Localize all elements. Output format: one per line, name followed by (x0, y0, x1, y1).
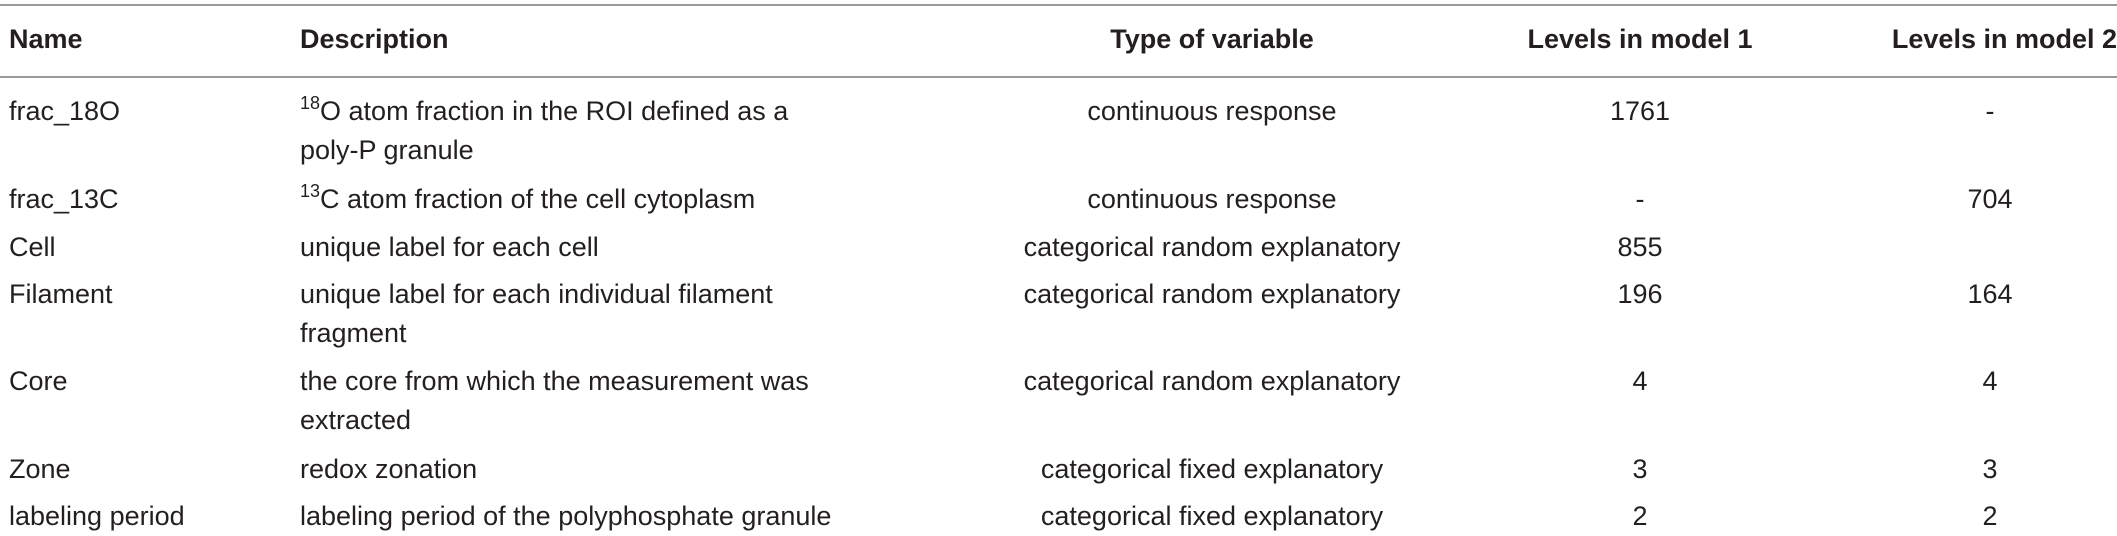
cell-levels-model-1: 3 (1632, 454, 1648, 484)
header-levels-model-2: Levels in model 2 (1891, 24, 2117, 54)
cell-levels-model-2: 4 (1982, 366, 1998, 396)
cell-name: Zone (9, 454, 71, 484)
cell-levels-model-1: 2 (1632, 501, 1648, 531)
cell-name: Filament (9, 279, 113, 309)
cell-levels-model-2: 704 (1967, 184, 2013, 214)
cell-type: continuous response (1087, 184, 1337, 214)
description-line: redox zonation (300, 454, 478, 484)
cell-description: labeling period of the polyphosphate gra… (300, 497, 831, 536)
cell-levels-model-1: 196 (1617, 279, 1663, 309)
cell-description: redox zonation (300, 450, 477, 489)
cell-name: frac_18O (9, 96, 121, 126)
cell-levels-model-2: - (1985, 96, 1995, 126)
cell-type: categorical fixed explanatory (1040, 454, 1384, 484)
description-line: unique label for each cell (300, 232, 599, 262)
description-line: unique label for each individual filamen… (300, 279, 773, 309)
description-line: fragment (300, 318, 407, 348)
cell-description: 18O atom fraction in the ROI defined as … (300, 92, 788, 170)
isotope-superscript: 18 (300, 93, 321, 113)
cell-description: unique label for each individual filamen… (300, 275, 773, 353)
table-top-rule (0, 4, 2117, 6)
description-line: C atom fraction of the cell cytoplasm (320, 184, 756, 214)
header-levels-model-1: Levels in model 1 (1527, 24, 1753, 54)
cell-type: categorical random explanatory (1023, 366, 1401, 396)
description-line: the core from which the measurement was (300, 366, 809, 396)
cell-levels-model-1: 1761 (1609, 96, 1671, 126)
header-name: Name (9, 24, 83, 54)
description-line: poly-P granule (300, 135, 474, 165)
cell-type: continuous response (1087, 96, 1337, 126)
cell-type: categorical random explanatory (1023, 279, 1401, 309)
cell-description: the core from which the measurement was … (300, 362, 809, 440)
description-line: O atom fraction in the ROI defined as a (320, 96, 789, 126)
cell-levels-model-2: 164 (1967, 279, 2013, 309)
cell-levels-model-1: 855 (1617, 232, 1663, 262)
header-description: Description (300, 24, 449, 54)
description-line: extracted (300, 405, 412, 435)
description-line: labeling period of the polyphosphate gra… (300, 501, 832, 531)
cell-name: labeling period (9, 501, 185, 531)
cell-type: categorical fixed explanatory (1040, 501, 1384, 531)
cell-type: categorical random explanatory (1023, 232, 1401, 262)
cell-description: unique label for each cell (300, 228, 599, 267)
cell-levels-model-2: 3 (1982, 454, 1998, 484)
cell-description: 13C atom fraction of the cell cytoplasm (300, 180, 755, 219)
cell-levels-model-1: - (1635, 184, 1645, 214)
cell-name: frac_13C (9, 184, 119, 214)
cell-name: Cell (9, 232, 56, 262)
header-type-of-variable: Type of variable (1110, 24, 1314, 54)
cell-name: Core (9, 366, 68, 396)
cell-levels-model-1: 4 (1632, 366, 1648, 396)
cell-levels-model-2: 2 (1982, 501, 1998, 531)
table-header-rule (0, 76, 2117, 78)
isotope-superscript: 13 (300, 181, 321, 201)
